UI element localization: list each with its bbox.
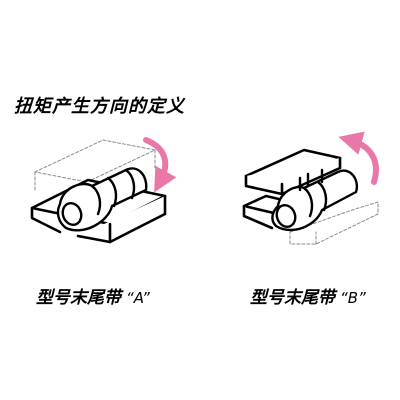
caption-hinge-a-code: “A” [126,289,150,307]
caption-hinge-b-label: 型号末尾带 [250,288,335,308]
hinge-b-illustration [242,131,379,245]
hinge-b-rotation-arrow [338,131,379,185]
hinge-b-top-plate [244,148,342,196]
caption-hinge-a: 型号末尾带 “A” [36,283,150,308]
diagram-title: 扭矩产生方向的定义 [14,96,185,117]
caption-hinge-b: 型号末尾带 “B” [250,283,366,308]
hinge-a-illustration [30,137,177,244]
hinge-b-knuckles [271,168,359,232]
caption-hinge-a-label: 型号末尾带 [36,288,121,308]
hinge-a-knuckles [56,167,148,232]
caption-hinge-b-code: “B” [340,289,366,307]
hinge-b-dashed-leaf [289,201,379,245]
hinge-a-rotation-arrow [143,137,177,193]
